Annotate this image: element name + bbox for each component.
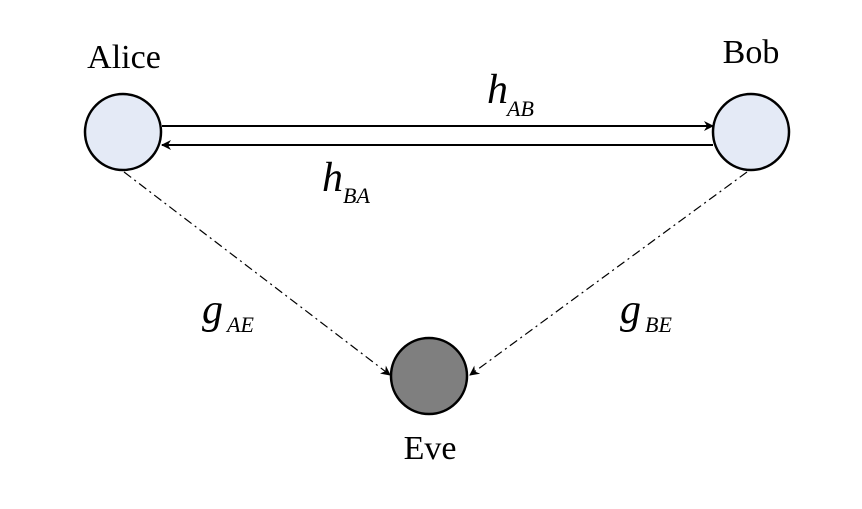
- channel-ae-subscript: AE: [225, 312, 254, 337]
- channel-ba-symbol: h: [322, 155, 343, 201]
- channel-be-subscript: BE: [645, 312, 672, 337]
- bob-node: [711, 92, 791, 172]
- channel-label-ba: h BA: [322, 155, 370, 208]
- channel-ab-symbol: h: [487, 67, 508, 113]
- channel-label-ae: g AE: [202, 287, 254, 337]
- channel-ba-subscript: BA: [343, 183, 370, 208]
- eve-label: Eve: [404, 430, 457, 467]
- channel-be-symbol: g: [620, 287, 641, 333]
- channel-ae-symbol: g: [202, 287, 223, 333]
- alice-label: Alice: [87, 39, 161, 76]
- bob-label: Bob: [723, 34, 780, 71]
- channel-label-be: g BE: [620, 287, 672, 337]
- eve-node: [389, 336, 469, 416]
- channel-label-ab: h AB: [487, 67, 534, 121]
- channel-ab-subscript: AB: [505, 96, 534, 121]
- link-bob-to-eve: [469, 171, 748, 376]
- alice-node: [83, 92, 163, 172]
